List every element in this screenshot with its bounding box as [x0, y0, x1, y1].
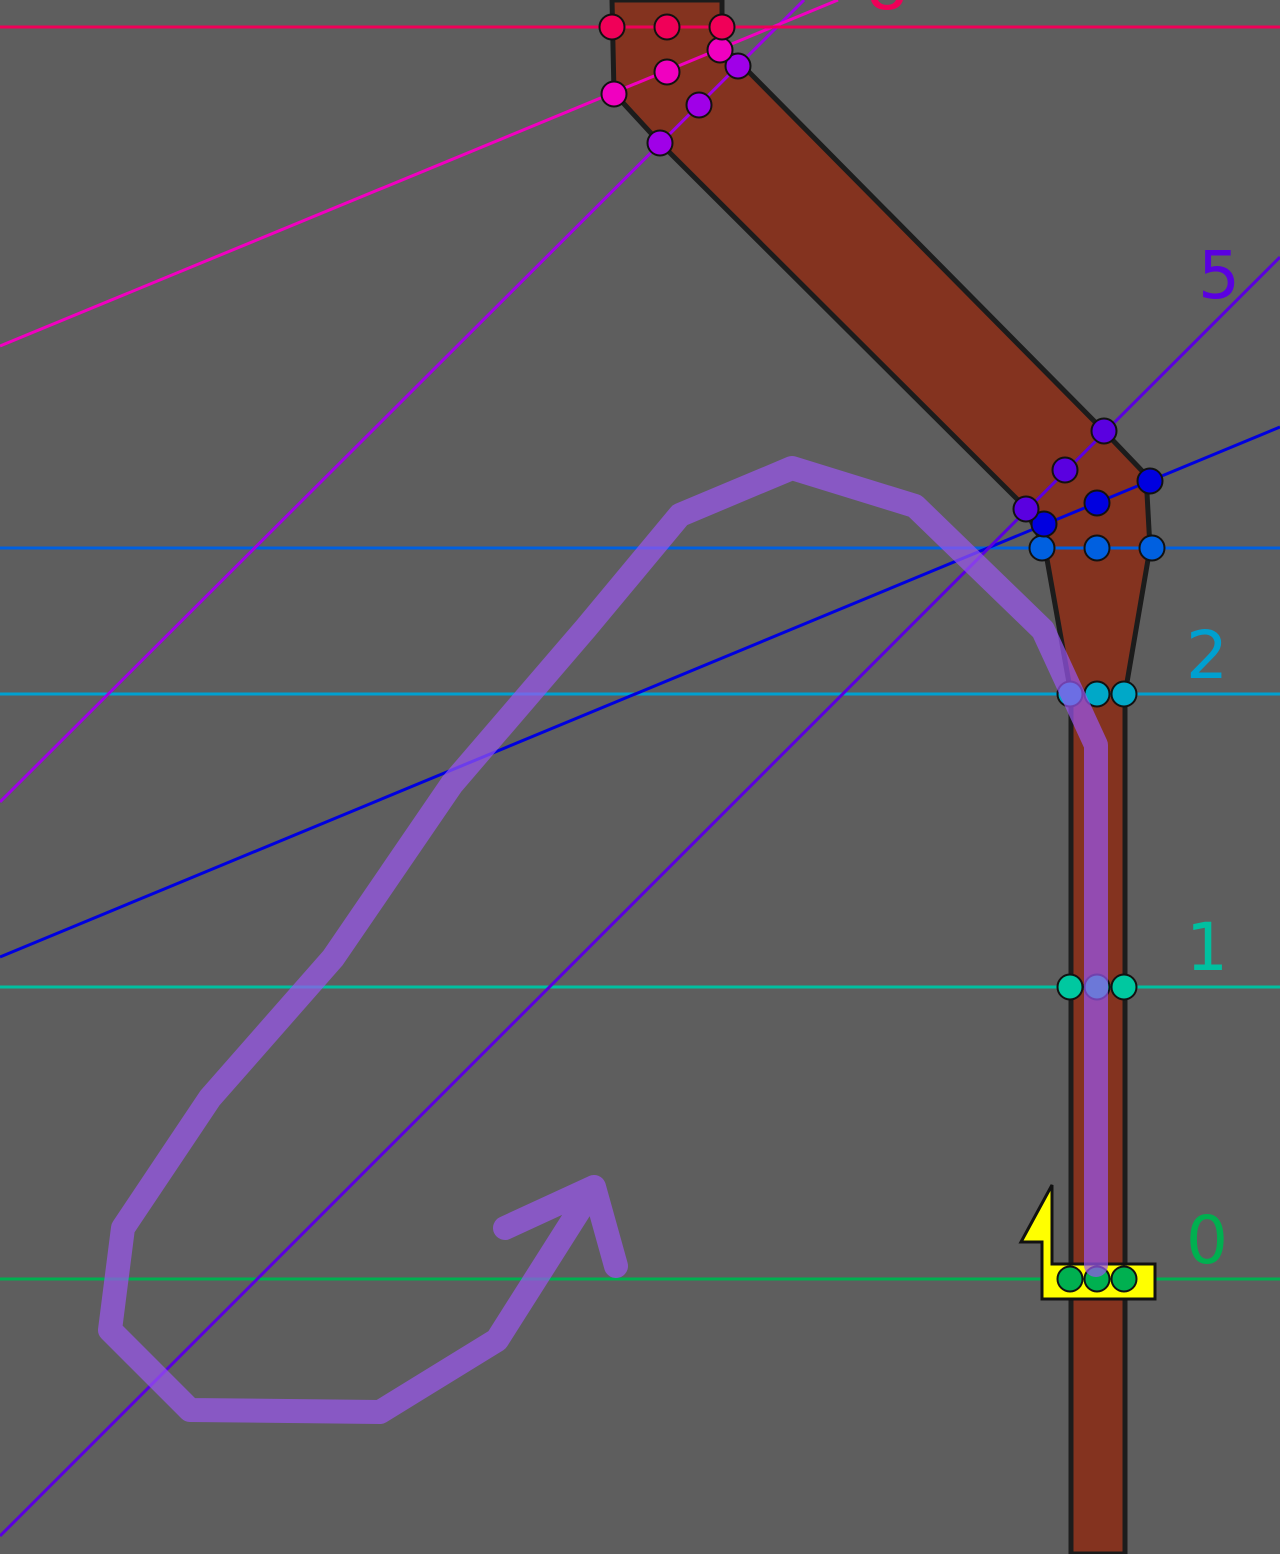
line-8-points [598, 13, 736, 41]
line-5-point [1012, 495, 1040, 523]
line-6 [0, 0, 806, 804]
line-5-points [1012, 417, 1118, 523]
line-7-points [600, 36, 734, 108]
line-3-points [1028, 534, 1166, 562]
line-3-point [1138, 534, 1166, 562]
line-7 [0, 0, 839, 348]
line-3-point [1028, 534, 1056, 562]
line-7-point [653, 58, 681, 86]
line-6-points [646, 52, 752, 157]
line-0-point [1056, 1265, 1084, 1293]
line-4 [0, 425, 1280, 959]
line-0-label: 0 [1186, 1202, 1228, 1279]
line-1-point [1110, 973, 1138, 1001]
line-2-point [1110, 680, 1138, 708]
line-5-label: 5 [1198, 237, 1240, 314]
line-7-point [706, 36, 734, 64]
line-8-point [598, 13, 626, 41]
line-8-point [653, 13, 681, 41]
line-4-point [1083, 489, 1111, 517]
line-0-point [1110, 1265, 1138, 1293]
line-4-points [1030, 467, 1164, 538]
line-4-point [1136, 467, 1164, 495]
line-5-point [1090, 417, 1118, 445]
line-6-point [685, 91, 713, 119]
line-6-point [646, 129, 674, 157]
line-6-point [724, 52, 752, 80]
line-0-points [1056, 1265, 1138, 1293]
line-1-point [1056, 973, 1084, 1001]
line-8-point [708, 13, 736, 41]
route-path [98, 456, 1108, 1424]
line-8-label: 8 [866, 0, 908, 25]
line-1-label: 1 [1186, 909, 1228, 986]
line-7-point [600, 80, 628, 108]
line-2-label: 2 [1186, 617, 1228, 694]
line-4-point [1030, 510, 1058, 538]
line-3-point [1083, 534, 1111, 562]
line-5-point [1051, 456, 1079, 484]
